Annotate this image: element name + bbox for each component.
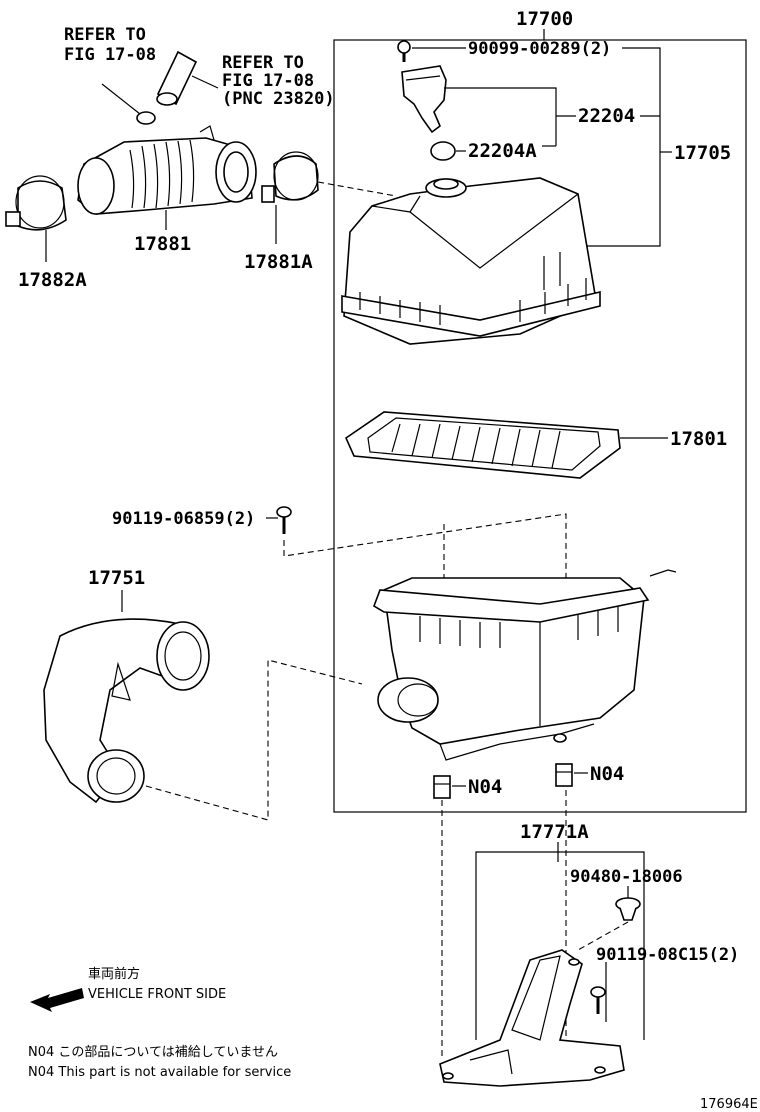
airflow-sensor-22204 xyxy=(401,65,447,134)
label-bolt-90099-00289: 90099-00289(2) xyxy=(468,39,611,59)
label-refer-1-line1: REFER TO xyxy=(64,25,146,45)
label-refer-2-line3: (PNC 23820) xyxy=(222,89,335,109)
clamp-17881A xyxy=(261,151,319,203)
bolt-90119-08C15 xyxy=(590,986,606,1014)
label-17881A: 17881A xyxy=(244,251,313,273)
label-bolt-90119-06859: 90119-06859(2) xyxy=(112,509,255,529)
air-cleaner-cover-17705 xyxy=(341,177,601,345)
oring-22204A xyxy=(430,141,456,161)
label-22204: 22204 xyxy=(578,105,635,127)
figure-id: 176964E xyxy=(700,1097,758,1112)
note-front-jp: 車両前方 xyxy=(88,966,140,982)
pipe-fitting xyxy=(156,50,198,106)
clip-90480-18006 xyxy=(615,897,641,921)
note-n04-jp: N04 この部品については補給していません xyxy=(28,1045,278,1060)
mount-n04-b xyxy=(555,763,573,787)
bolt-90099-00289 xyxy=(397,40,411,62)
assembly-17700-box xyxy=(333,39,747,813)
label-17751: 17751 xyxy=(88,567,145,589)
air-cleaner-case xyxy=(373,569,677,761)
label-22204A: 22204A xyxy=(468,140,537,162)
label-17881: 17881 xyxy=(134,233,191,255)
filter-element-17801 xyxy=(344,411,621,479)
label-n04-b: N04 xyxy=(590,763,624,785)
label-refer-1-line2: FIG 17-08 xyxy=(64,45,156,65)
label-17771A: 17771A xyxy=(520,821,589,843)
gasket-small xyxy=(136,111,156,125)
label-17882A: 17882A xyxy=(18,269,87,291)
label-17705: 17705 xyxy=(674,142,731,164)
bolt-90119-06859 xyxy=(276,506,292,534)
front-arrow-icon xyxy=(30,988,84,1012)
label-clip-90480-18006: 90480-18006 xyxy=(570,867,683,887)
label-n04-a: N04 xyxy=(468,776,502,798)
label-17801: 17801 xyxy=(670,428,727,450)
inlet-duct-17751 xyxy=(43,618,210,804)
clamp-17882A xyxy=(5,175,67,231)
mount-n04-a xyxy=(433,775,451,799)
bracket-17771A xyxy=(439,949,625,1087)
intake-hose-17881 xyxy=(77,125,257,215)
label-refer-2-line2: FIG 17-08 xyxy=(222,71,314,91)
label-17700: 17700 xyxy=(516,8,573,30)
note-front-en: VEHICLE FRONT SIDE xyxy=(88,987,226,1002)
label-bolt-90119-08C15: 90119-08C15(2) xyxy=(596,945,739,965)
note-n04-en: N04 This part is not available for servi… xyxy=(28,1065,291,1080)
label-refer-2-line1: REFER TO xyxy=(222,53,304,73)
